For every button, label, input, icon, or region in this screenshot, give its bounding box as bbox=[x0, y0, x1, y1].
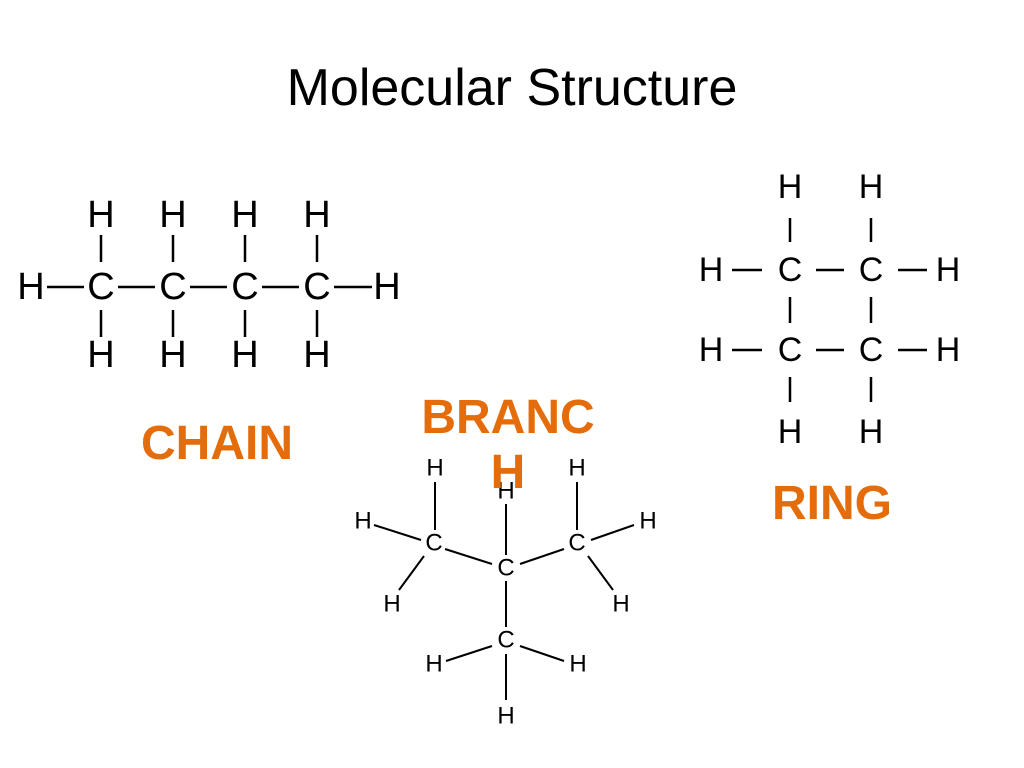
ring-carbon-atom: C bbox=[859, 251, 884, 289]
chain-hydrogen-atom: H bbox=[159, 334, 186, 376]
branch-hydrogen-atom: H bbox=[354, 508, 371, 535]
ring-carbon-atom: C bbox=[859, 331, 884, 369]
ring-hydrogen-atom: H bbox=[778, 413, 803, 451]
branch-hydrogen-atom: H bbox=[569, 651, 586, 678]
page-title: Molecular Structure bbox=[286, 59, 738, 117]
branch-bond bbox=[398, 555, 425, 591]
chain-hydrogen-atom: H bbox=[17, 266, 44, 308]
ring-hydrogen-atom: H bbox=[859, 168, 884, 206]
branch-bond bbox=[373, 524, 422, 541]
ring-carbon-atom: C bbox=[778, 331, 803, 369]
branch-hydrogen-atom: H bbox=[497, 703, 514, 730]
branch-hydrogen-atom: H bbox=[425, 651, 442, 678]
branch-hydrogen-atom: H bbox=[568, 455, 585, 482]
chain-carbon-atom: C bbox=[303, 266, 330, 308]
branch-bond bbox=[445, 645, 493, 662]
branch-hydrogen-atom: H bbox=[426, 455, 443, 482]
chain-structure: H H H H H C C C C H H H H H bbox=[17, 194, 400, 376]
branch-bond bbox=[590, 524, 635, 541]
chain-carbon-atom: C bbox=[231, 266, 258, 308]
chain-hydrogen-atom: H bbox=[159, 194, 186, 236]
ring-structure: H H H C C H H C C H H H bbox=[699, 168, 961, 451]
ring-hydrogen-atom: H bbox=[699, 251, 724, 289]
chain-hydrogen-atom: H bbox=[87, 334, 114, 376]
ring-hydrogen-atom: H bbox=[936, 331, 961, 369]
chain-hydrogen-atom: H bbox=[231, 334, 258, 376]
branch-hydrogen-atom: H bbox=[612, 591, 629, 618]
branch-bond bbox=[519, 548, 565, 565]
branch-bond bbox=[444, 548, 493, 565]
branch-carbon-atom: C bbox=[497, 627, 514, 654]
ring-carbon-atom: C bbox=[778, 251, 803, 289]
chain-hydrogen-atom: H bbox=[303, 194, 330, 236]
branch-hydrogen-atom: H bbox=[497, 478, 514, 505]
branch-structure: H H H H H C C C H H C H H H bbox=[354, 455, 656, 730]
ring-hydrogen-atom: H bbox=[778, 168, 803, 206]
branch-bond bbox=[519, 645, 565, 662]
chain-hydrogen-atom: H bbox=[303, 334, 330, 376]
branch-label-line1: BRANC bbox=[421, 391, 594, 444]
chain-hydrogen-atom: H bbox=[87, 194, 114, 236]
ring-hydrogen-atom: H bbox=[699, 331, 724, 369]
chain-label: CHAIN bbox=[141, 417, 293, 470]
chain-carbon-atom: C bbox=[87, 266, 114, 308]
branch-bond bbox=[587, 555, 614, 591]
branch-hydrogen-atom: H bbox=[383, 591, 400, 618]
ring-hydrogen-atom: H bbox=[859, 413, 884, 451]
chain-carbon-atom: C bbox=[159, 266, 186, 308]
branch-label-line2: H bbox=[491, 446, 526, 499]
chain-hydrogen-atom: H bbox=[231, 194, 258, 236]
branch-carbon-atom: C bbox=[568, 530, 585, 557]
ring-hydrogen-atom: H bbox=[936, 251, 961, 289]
branch-carbon-atom: C bbox=[425, 530, 442, 557]
chain-hydrogen-atom: H bbox=[373, 266, 400, 308]
ring-label: RING bbox=[772, 477, 892, 530]
branch-hydrogen-atom: H bbox=[639, 508, 656, 535]
branch-carbon-atom: C bbox=[497, 555, 514, 582]
